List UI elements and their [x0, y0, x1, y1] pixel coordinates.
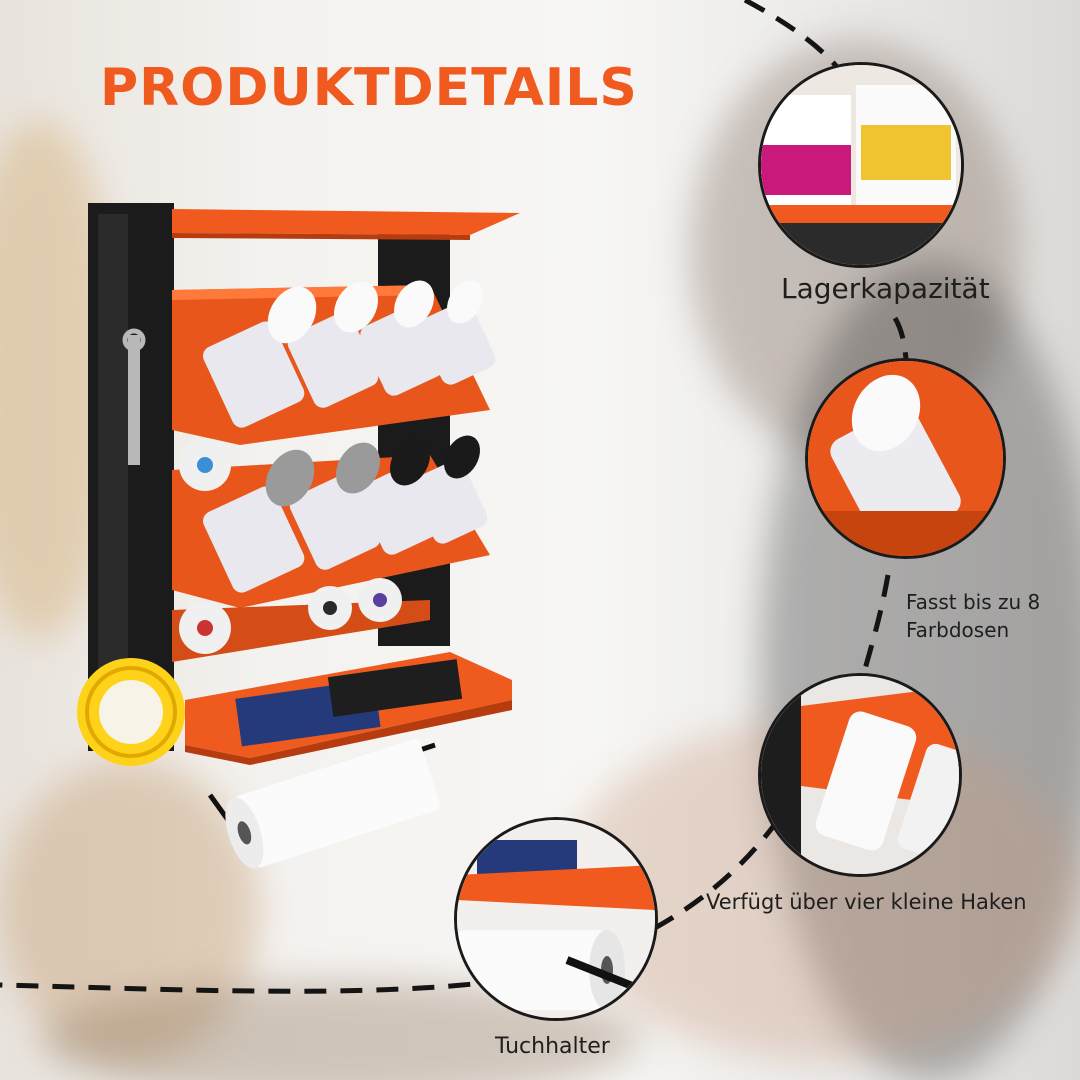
spray-can-detail-photo — [805, 358, 1006, 559]
callout-caption-hooks: Verfügt über vier kleine Haken — [706, 890, 1027, 914]
storage-detail-photo — [758, 62, 964, 268]
page-title: PRODUKTDETAILS — [100, 58, 638, 118]
callout-caption-storage: Lagerkapazität — [781, 272, 990, 305]
callout-caption-cans: Fasst bis zu 8 Farbdosen — [906, 590, 1041, 642]
hook-detail-photo — [758, 673, 962, 877]
towel-holder-detail-photo — [454, 817, 658, 1021]
callout-caption-towel: Tuchhalter — [495, 1034, 610, 1059]
